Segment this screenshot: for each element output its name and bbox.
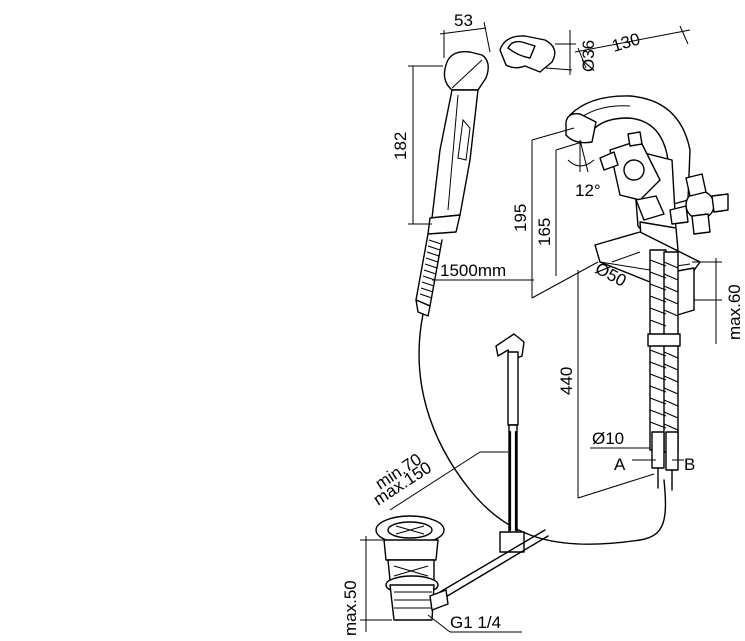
dim-supply-length: 440	[557, 270, 655, 499]
dim-hose-length: 1500mm	[432, 261, 534, 281]
label-165: 165	[535, 218, 554, 246]
label-max60: max.60	[725, 284, 744, 340]
popup-waste	[375, 515, 449, 621]
dim-height: 195 165	[511, 127, 599, 299]
label-b: B	[684, 455, 695, 474]
label-a: A	[614, 455, 626, 474]
dim-rod-range: min.70 max.150	[370, 450, 508, 511]
label-g114: G1 1/4	[450, 613, 501, 632]
dim-waste-thread: G1 1/4	[427, 613, 522, 633]
label-12deg: 12°	[575, 181, 601, 200]
hand-shower	[427, 51, 489, 235]
dim-holder-diameter: Ø36	[545, 30, 598, 75]
dim-deck-thickness: max.60	[692, 258, 744, 344]
dim-waste-height: max.50	[341, 536, 392, 636]
label-d10: Ø10	[592, 429, 624, 448]
dim-angle: 12°	[567, 139, 601, 200]
label-182: 182	[391, 132, 410, 160]
label-max50: max.50	[341, 580, 360, 636]
dim-handshower-length: 182	[391, 65, 443, 225]
label-130: 130	[610, 29, 643, 55]
label-440: 440	[557, 367, 576, 395]
label-195: 195	[511, 204, 530, 232]
popup-rod	[439, 333, 549, 599]
shower-holder	[499, 35, 556, 73]
label-53: 53	[454, 11, 473, 30]
dim-handshower-width: 53	[439, 11, 491, 58]
bidet-mixer	[565, 95, 729, 491]
label-d36: Ø36	[579, 40, 598, 72]
label-1500mm: 1500mm	[440, 261, 506, 280]
dim-supply-connections: Ø10 A B	[590, 429, 695, 474]
shower-hose	[415, 233, 667, 545]
